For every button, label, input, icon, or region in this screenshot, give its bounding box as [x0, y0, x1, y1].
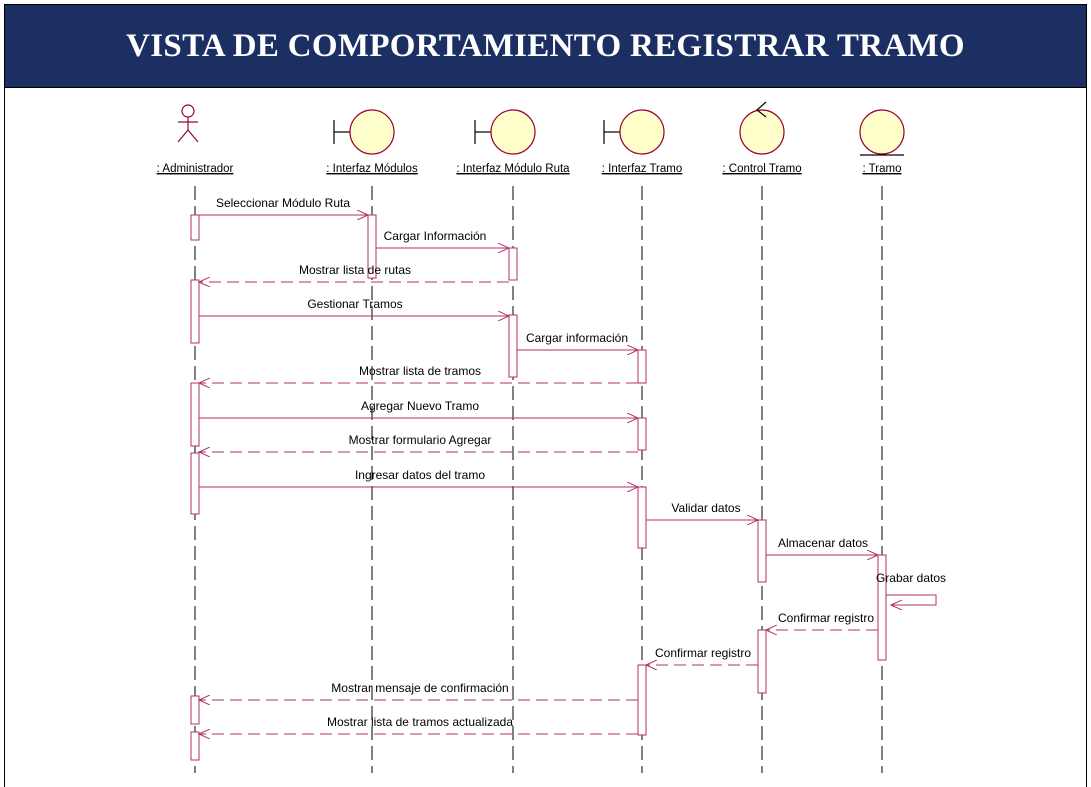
participant-4: : Interfaz Tramo — [601, 109, 683, 175]
activation-bar — [190, 382, 200, 447]
message-11: Almacenar datos — [766, 536, 878, 555]
participant-label: : Administrador — [157, 163, 234, 175]
activation-bar — [637, 486, 647, 549]
message-arrow — [886, 594, 937, 605]
activation-bar — [190, 279, 200, 344]
message-12: Grabar datos — [876, 571, 946, 605]
message-label: Ingresar datos del tramo — [355, 468, 485, 482]
activation-bar — [190, 452, 200, 515]
message-2: Cargar Información — [376, 229, 509, 248]
participant-label: : Interfaz Tramo — [602, 163, 683, 175]
message-label: Cargar información — [526, 331, 628, 345]
message-label: Mostrar mensaje de confirmación — [331, 681, 508, 695]
participant-label: : Interfaz Módulos — [326, 163, 418, 175]
message-label: Mostrar lista de tramos actualizada — [327, 715, 513, 729]
activation-bar — [508, 247, 518, 281]
message-13: Confirmar registro — [766, 611, 878, 630]
message-5: Cargar información — [517, 331, 638, 350]
diagram-frame — [4, 4, 1087, 787]
participant-label: : Tramo — [863, 163, 902, 175]
activation-bar — [757, 519, 767, 583]
boundary-icon — [603, 109, 665, 155]
entity-icon — [859, 109, 905, 156]
message-label: Mostrar formulario Agregar — [349, 433, 492, 447]
message-label: Validar datos — [671, 501, 740, 515]
title-divider — [5, 87, 1086, 88]
message-label: Cargar Información — [384, 229, 487, 243]
message-3: Mostrar lista de rutas — [199, 263, 509, 282]
message-1: Seleccionar Módulo Ruta — [199, 196, 368, 215]
message-16: Mostrar lista de tramos actualizada — [199, 715, 638, 734]
message-14: Confirmar registro — [646, 646, 758, 665]
message-10: Validar datos — [646, 501, 758, 520]
message-label: Mostrar lista de rutas — [299, 263, 411, 277]
participant-3: : Interfaz Módulo Ruta — [456, 109, 570, 175]
participant-2: : Interfaz Módulos — [326, 109, 418, 175]
message-label: Gestionar Tramos — [307, 297, 402, 311]
activation-bar — [637, 417, 647, 451]
activation-bar — [637, 664, 647, 736]
activation-bar — [508, 314, 518, 378]
boundary-icon — [333, 109, 395, 155]
participant-label: : Interfaz Módulo Ruta — [456, 163, 570, 175]
participant-6: : Tramo — [859, 109, 905, 175]
message-9: Ingresar datos del tramo — [199, 468, 638, 487]
activation-bar — [190, 214, 200, 241]
participant-label: : Control Tramo — [722, 163, 801, 175]
message-7: Agregar Nuevo Tramo — [199, 399, 638, 418]
diagram-title: VISTA DE COMPORTAMIENTO REGISTRAR TRAMO — [126, 27, 965, 64]
message-4: Gestionar Tramos — [199, 297, 509, 316]
participant-5: : Control Tramo — [722, 101, 802, 175]
actor-icon — [177, 104, 199, 143]
message-6: Mostrar lista de tramos — [199, 364, 638, 383]
activation-bar — [190, 695, 200, 725]
activation-bar — [757, 629, 767, 694]
message-label: Mostrar lista de tramos — [359, 364, 481, 378]
message-8: Mostrar formulario Agregar — [199, 433, 638, 452]
activation-bar — [190, 731, 200, 761]
message-label: Confirmar registro — [655, 646, 751, 660]
message-label: Confirmar registro — [778, 611, 874, 625]
message-label: Grabar datos — [876, 571, 946, 585]
activation-bar — [637, 349, 647, 384]
message-label: Agregar Nuevo Tramo — [361, 399, 479, 413]
boundary-icon — [474, 109, 536, 155]
message-15: Mostrar mensaje de confirmación — [199, 681, 638, 700]
message-label: Almacenar datos — [778, 536, 868, 550]
title-bar: VISTA DE COMPORTAMIENTO REGISTRAR TRAMO — [5, 5, 1086, 87]
participant-1: : Administrador — [156, 104, 234, 175]
activation-bar — [367, 214, 377, 279]
activation-bar — [877, 554, 887, 661]
control-icon — [739, 101, 785, 155]
message-label: Seleccionar Módulo Ruta — [216, 196, 350, 210]
